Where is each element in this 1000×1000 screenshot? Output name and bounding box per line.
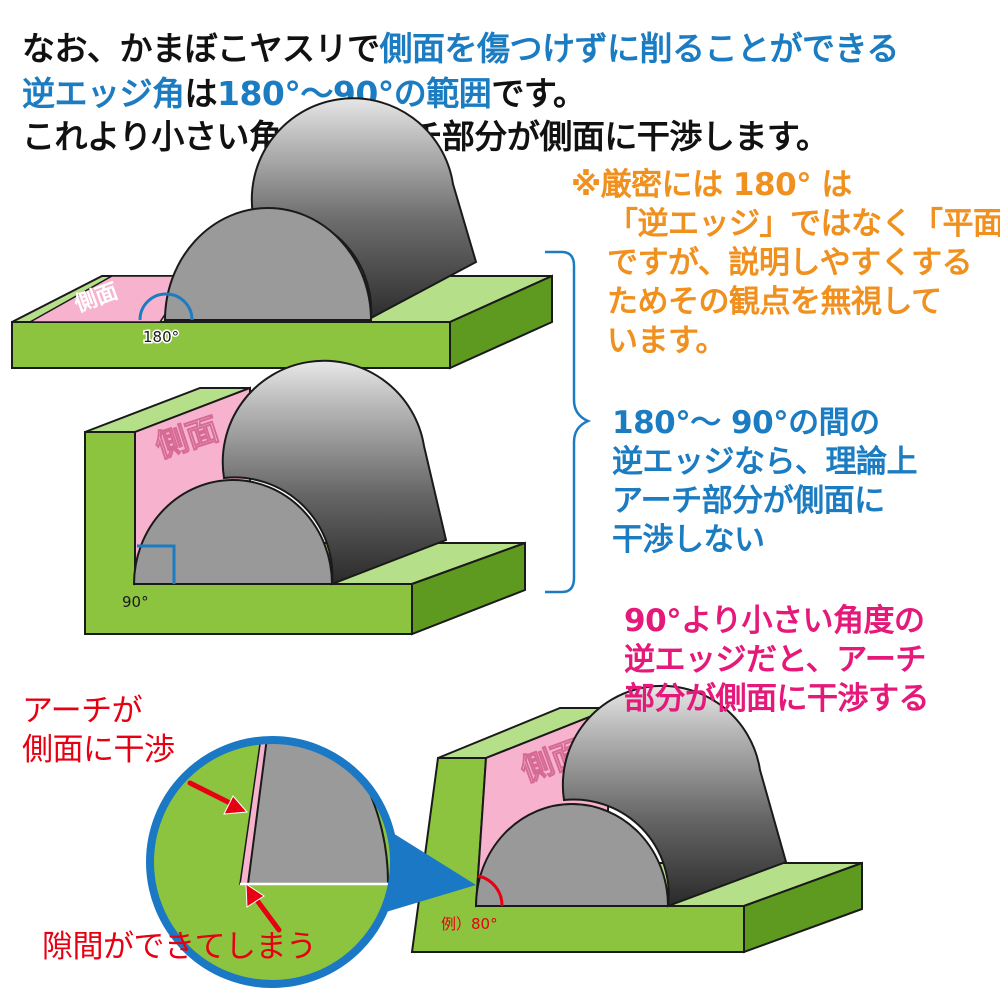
cylinder-body	[561, 684, 788, 908]
note-range: 180°〜 90°の間の 逆エッジなら、理論上 アーチ部分が側面に 干渉しない	[612, 404, 918, 560]
cylinder-end	[474, 803, 670, 907]
note-line: 90°より小さい角度の	[624, 603, 925, 639]
note-line: ※厳密には 180° は	[571, 167, 852, 203]
note-line: 部分が側面に干渉する	[624, 681, 930, 717]
headline-text: なお、かまぼこヤスリで	[22, 29, 380, 68]
note-line: 逆エッジだと、アーチ	[624, 642, 926, 678]
angle-arc-80	[477, 874, 504, 907]
angle-label-90: 90°	[122, 593, 149, 611]
callout-line: 側面に干渉	[22, 732, 175, 768]
note-strict-180: ※厳密には 180° は 「逆エッジ」ではなく「平面」 ですが、説明しやすくする…	[571, 166, 1000, 361]
callout-line: アーチが	[22, 693, 143, 729]
cylinder-body	[221, 359, 448, 586]
callout-interfere: アーチが 側面に干渉	[22, 692, 175, 770]
base-front-face	[11, 321, 451, 369]
note-line: アーチ部分が側面に	[612, 483, 885, 519]
angle-label-80: 例）80°	[441, 915, 498, 933]
figure-80-acute: 側面 例）80°	[410, 684, 863, 954]
zoom-detail	[146, 736, 476, 988]
range-brace	[545, 250, 592, 594]
callout-gap: 隙間ができてしまう	[42, 929, 317, 965]
cylinder-end	[163, 207, 373, 321]
interfere-arrowhead	[223, 795, 249, 815]
headline-line-1: なお、かまぼこヤスリで側面を傷つけずに削ることができる	[22, 22, 899, 70]
note-line: 180°〜 90°の間の	[612, 405, 880, 441]
gap-arrowhead	[245, 883, 265, 908]
figure-90-right-angle: 側面 90°	[84, 359, 526, 636]
interfere-arrow	[187, 780, 239, 809]
figure-180-flat: 側面 180°	[11, 97, 553, 370]
note-small-angle: 90°より小さい角度の 逆エッジだと、アーチ 部分が側面に干渉する	[624, 602, 930, 719]
headline-text: です。	[491, 74, 586, 113]
angle-arc-180	[138, 292, 194, 321]
cylinder-end	[132, 479, 334, 585]
zoom-circle-border	[146, 736, 398, 988]
note-line: 逆エッジなら、理論上	[612, 444, 918, 480]
note-line: います。	[607, 323, 726, 359]
note-line: ためその観点を無視して	[607, 284, 942, 320]
note-line: ですが、説明しやすくする	[607, 245, 973, 281]
note-line: 「逆エッジ」ではなく「平面」	[607, 206, 1000, 242]
right-angle-marker	[137, 544, 176, 584]
angle-label-180: 180°	[143, 328, 179, 346]
note-line: 干渉しない	[612, 522, 765, 558]
zoom-pointer	[372, 820, 476, 915]
headline-highlight: 逆エッジ角	[22, 74, 185, 113]
headline-highlight: 側面を傷つけずに削ることができる	[379, 29, 900, 68]
headline-text: は	[184, 74, 218, 113]
